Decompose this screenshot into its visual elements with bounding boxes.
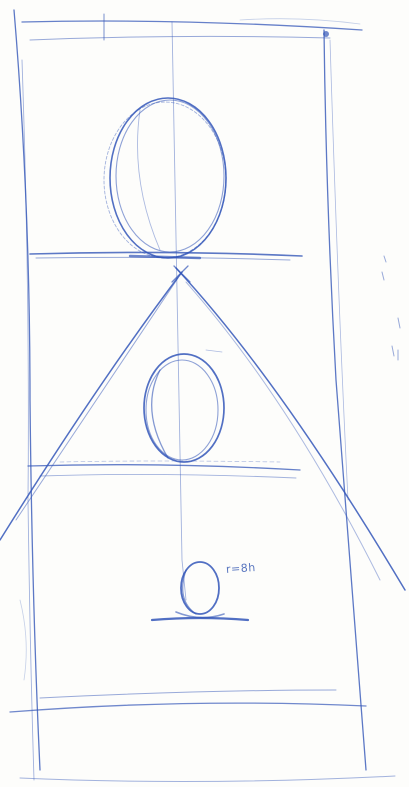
cone-right-line (176, 268, 405, 590)
small-circle (181, 562, 219, 614)
center-axis-line (172, 22, 186, 600)
frame-right-line (324, 30, 366, 770)
radius-annotation: r=8h (226, 561, 257, 576)
upper-ground-line (30, 252, 302, 256)
medium-circle (144, 354, 224, 462)
middle-ground-line (28, 465, 300, 470)
frame-left-line (14, 10, 40, 770)
frame-bottom-line (10, 703, 366, 712)
frame-top-line (22, 21, 362, 30)
